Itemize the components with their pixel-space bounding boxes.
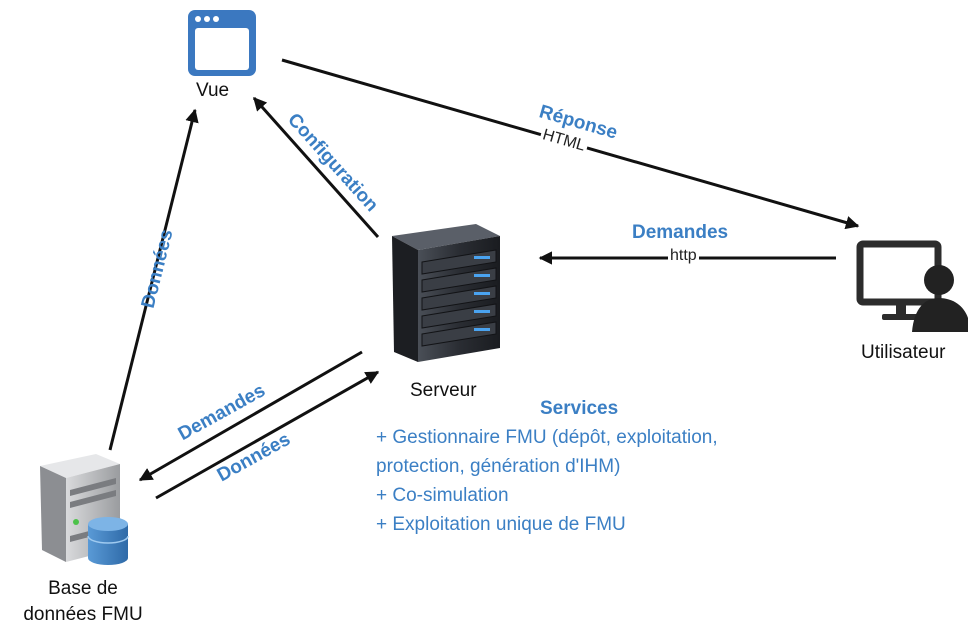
database-server-icon: [40, 454, 129, 565]
db-label-line1: Base de: [48, 578, 118, 599]
vue-label: Vue: [196, 80, 230, 101]
user-at-monitor-icon: [856, 240, 968, 332]
db-label-line2: données FMU: [23, 604, 143, 625]
services-item: + Exploitation unique de FMU: [376, 514, 626, 535]
services-item: protection, génération d'IHM): [376, 456, 621, 477]
services-block: Services + Gestionnaire FMU (dépôt, expl…: [376, 394, 718, 539]
serveur-label: Serveur: [410, 380, 477, 401]
server-tower-icon: [392, 224, 500, 362]
arrow-db-to-vue: [108, 108, 199, 451]
services-title: Services: [540, 398, 619, 419]
services-item: + Co-simulation: [376, 485, 509, 506]
browser-window-icon: [188, 10, 256, 76]
arrow-serveur-to-vue: [252, 96, 380, 238]
services-item: + Gestionnaire FMU (dépôt, exploitation,: [376, 427, 718, 448]
arrow-serveur-to-db: [138, 350, 363, 482]
arrow-db-to-serveur: [155, 370, 380, 500]
utilisateur-label: Utilisateur: [861, 342, 946, 363]
edge-label-demandes-http: Demandes: [632, 222, 729, 243]
db-label: Base de données FMU: [8, 576, 158, 628]
edge-label-http: http: [668, 247, 699, 265]
